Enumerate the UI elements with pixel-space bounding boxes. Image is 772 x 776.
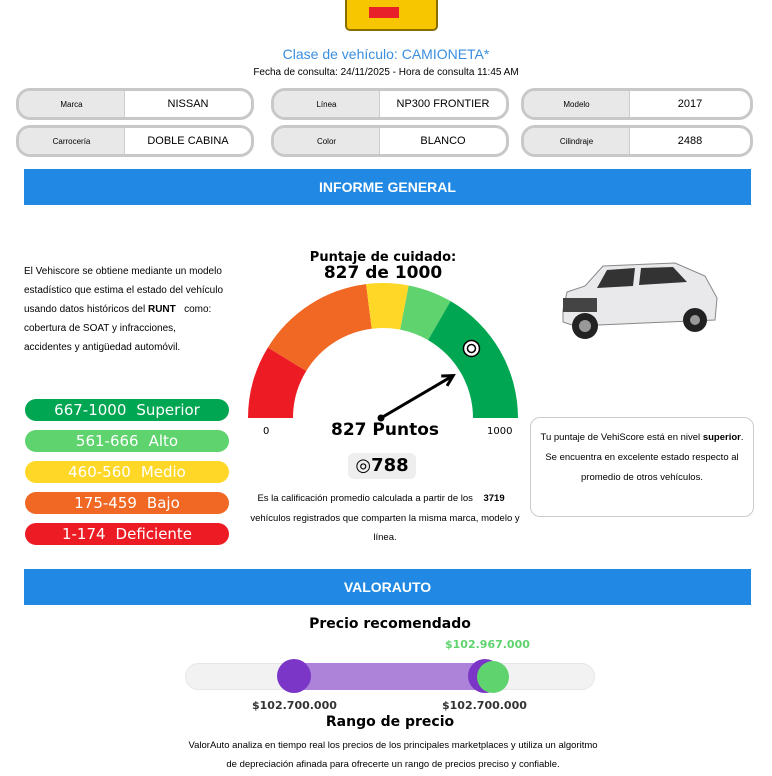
needle-base xyxy=(377,414,385,422)
level-pill-alto: 561-666 Alto xyxy=(25,430,229,452)
field-value: NISSAN xyxy=(167,98,209,110)
field-value: 2017 xyxy=(677,98,703,110)
price-range-bar xyxy=(294,663,486,690)
consult-date: Fecha de consulta: 24/11/2025 - Hora de … xyxy=(253,67,519,78)
vehicle-class: Clase de vehículo: CAMIONETA* xyxy=(282,46,490,62)
field-label: Carrocería xyxy=(19,128,125,154)
gauge-score: 827 de 1000 xyxy=(323,263,443,283)
field-cilindraje: Cilindraje 2488 xyxy=(521,125,753,157)
field-marca: Marca NISSAN xyxy=(16,88,254,120)
level-range: 1-174 xyxy=(61,525,106,543)
max-price: $102.700.000 xyxy=(442,699,527,712)
level-range: 175-459 xyxy=(74,494,137,512)
gauge-segment-bajo xyxy=(267,284,372,371)
average-description: Es la calificación promedio calculada a … xyxy=(250,493,520,543)
range-title: Rango de precio xyxy=(325,714,455,730)
field-label: Línea xyxy=(274,91,380,117)
vehicle-image xyxy=(562,262,718,339)
average-marker-icon xyxy=(462,339,481,358)
recommended-price: $102.967.000 xyxy=(445,638,530,651)
field-value: DOBLE CABINA xyxy=(147,135,229,147)
gauge-segment-superior xyxy=(428,301,518,418)
gauge-segment-medio xyxy=(366,283,409,330)
score-points: 827 Puntos xyxy=(331,420,439,440)
license-plate-image xyxy=(345,0,438,31)
level-label: Superior xyxy=(136,401,200,419)
field-value: 2488 xyxy=(677,135,703,147)
gauge-segment-alto xyxy=(400,285,451,341)
vehiscore-description: El Vehiscore se obtiene mediante un mode… xyxy=(24,266,224,353)
field-label: Modelo xyxy=(524,91,630,117)
field-label: Cilindraje xyxy=(524,128,630,154)
gauge-title: Puntaje de cuidado: xyxy=(309,250,457,265)
section-valorauto: VALORAUTO xyxy=(24,569,751,605)
recommended-price-marker xyxy=(477,661,509,693)
level-label: Medio xyxy=(140,463,186,481)
gauge-segment-deficiente xyxy=(248,347,307,418)
gauge-min-label: 0 xyxy=(263,426,270,437)
min-price: $102.700.000 xyxy=(252,699,337,712)
field-value: BLANCO xyxy=(420,135,466,147)
field-label: Color xyxy=(274,128,380,154)
average-badge: ◎788 xyxy=(348,453,416,479)
gauge-needle xyxy=(380,374,454,420)
level-pill-medio: 460-560 Medio xyxy=(25,461,229,483)
level-label: Alto xyxy=(148,432,179,450)
level-pill-deficiente: 1-174 Deficiente xyxy=(25,523,229,545)
needle-arrowhead xyxy=(441,374,456,387)
price-description: ValorAuto analiza en tiempo real los pre… xyxy=(188,740,598,770)
field-color: Color BLANCO xyxy=(271,125,509,157)
level-range: 561-666 xyxy=(75,432,139,450)
level-range: 460-560 xyxy=(68,463,131,481)
gauge-max-label: 1000 xyxy=(487,426,513,437)
level-pill-bajo: 175-459 Bajo xyxy=(25,492,229,514)
field-value: NP300 FRONTIER xyxy=(396,98,490,110)
price-title: Precio recomendado xyxy=(309,616,471,632)
level-pill-superior: 667-1000 Superior xyxy=(25,399,229,421)
level-label: Bajo xyxy=(146,494,180,512)
field-carrocería: Carrocería DOBLE CABINA xyxy=(16,125,254,157)
vehiscore-info-card: Tu puntaje de VehiScore está en nivel su… xyxy=(530,417,754,517)
section-informe-general: INFORME GENERAL xyxy=(24,169,751,205)
field-línea: Línea NP300 FRONTIER xyxy=(271,88,509,120)
level-range: 667-1000 xyxy=(54,401,127,419)
level-label: Deficiente xyxy=(115,525,193,543)
field-label: Marca xyxy=(19,91,125,117)
min-price-handle[interactable] xyxy=(277,659,311,693)
field-modelo: Modelo 2017 xyxy=(521,88,753,120)
